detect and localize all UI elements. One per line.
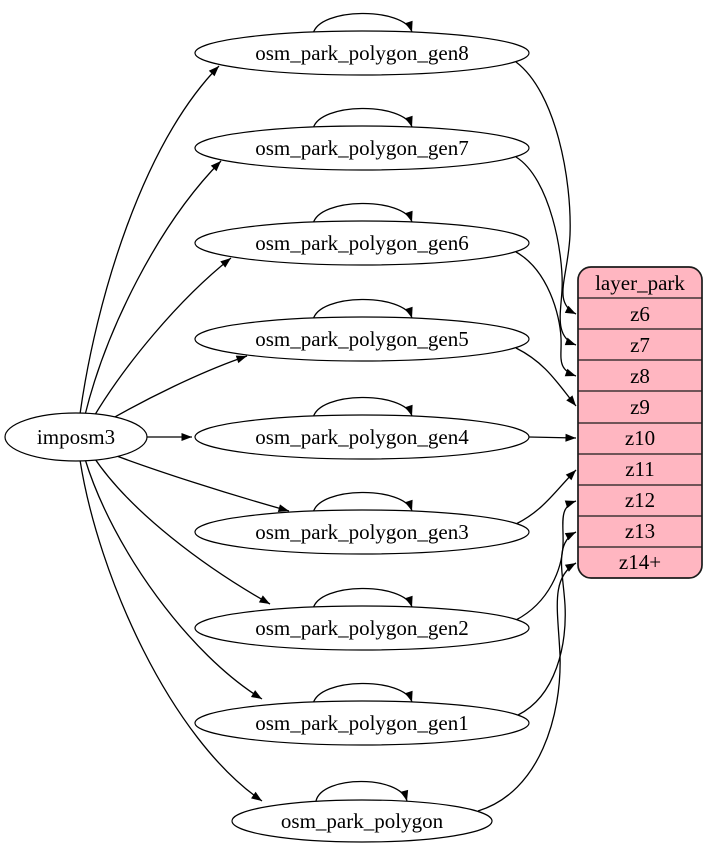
node-gen7-shape [194,125,530,171]
self-loop-gen1 [312,682,413,705]
self-loop-gen4 [312,396,413,419]
self-loop-polygon [315,780,409,802]
record-node-layer-park: layer_park z6 z7 z8 z9 z10 z11 z12 z13 z… [577,266,703,579]
edge-imposm3-to-gen1 [84,458,263,700]
edge-imposm3-to-gen5 [105,355,248,423]
record-header-label: layer_park [595,271,685,295]
node-gen8-label: osm_park_polygon_gen8 [255,41,468,65]
node-gen5-label: osm_park_polygon_gen5 [255,327,468,351]
node-gen4-label: osm_park_polygon_gen4 [255,425,469,449]
node-gen5-shape [194,316,530,362]
node-osm-park-polygon: osm_park_polygon [231,799,493,843]
node-gen6-shape [194,220,530,266]
node-polygon-shape [231,799,493,843]
self-loop-gen5 [312,298,413,321]
edge-imposm3-to-polygon [79,459,263,802]
node-osm-park-polygon-gen7: osm_park_polygon_gen7 [194,125,530,171]
self-loop-gen3 [312,491,413,514]
node-gen8-shape [194,30,530,76]
node-polygon-label: osm_park_polygon [281,809,444,833]
node-gen4-shape [194,414,530,460]
edges-source-fanout [79,65,290,802]
record-row-z11: z11 [625,457,655,481]
record-row-z6: z6 [630,302,650,326]
node-gen3-shape [194,509,530,555]
edge-gen2-to-z12 [515,500,577,621]
node-osm-park-polygon-gen3: osm_park_polygon_gen3 [194,509,530,555]
record-row-z12: z12 [625,488,655,512]
node-osm-park-polygon-gen1: osm_park_polygon_gen1 [194,700,530,746]
edge-gen5-to-z9 [515,347,577,407]
node-osm-park-polygon-gen4: osm_park_polygon_gen4 [194,414,530,460]
record-row-z8: z8 [630,364,650,388]
node-gen2-shape [194,605,530,651]
edges-self-loops [312,12,413,802]
edge-gen4-to-z10 [528,433,577,442]
edge-imposm3-to-gen3 [105,451,290,513]
edge-imposm3-to-gen2 [92,455,271,605]
edge-gen8-to-z6 [515,61,577,315]
node-gen6-label: osm_park_polygon_gen6 [255,231,468,255]
edge-imposm3-to-gen8 [79,65,220,415]
record-row-z10: z10 [625,426,655,450]
node-gen1-shape [194,700,530,746]
node-gen2-label: osm_park_polygon_gen2 [255,616,468,640]
edge-gen6-to-z8 [515,251,577,377]
self-loop-gen6 [312,202,413,225]
record-row-z7: z7 [630,333,650,357]
record-row-z13: z13 [625,519,655,543]
node-gen7-label: osm_park_polygon_gen7 [255,136,468,160]
node-gen3-label: osm_park_polygon_gen3 [255,520,468,544]
edge-imposm3-to-gen7 [84,160,222,416]
edge-gen7-to-z7 [515,156,577,346]
self-loop-gen2 [312,587,413,610]
node-imposm3-label: imposm3 [37,425,115,449]
node-osm-park-polygon-gen8: osm_park_polygon_gen8 [194,30,530,76]
edge-gen3-to-z11 [515,469,577,525]
node-osm-park-polygon-gen2: osm_park_polygon_gen2 [194,605,530,651]
node-gen1-label: osm_park_polygon_gen1 [255,711,468,735]
record-row-z14: z14+ [619,550,661,574]
self-loop-gen8 [312,12,413,35]
edge-polygon-to-z14 [477,562,577,812]
node-osm-park-polygon-gen6: osm_park_polygon_gen6 [194,220,530,266]
node-osm-park-polygon-gen5: osm_park_polygon_gen5 [194,316,530,362]
record-row-z9: z9 [630,395,650,419]
self-loop-gen7 [312,107,413,130]
node-imposm3-shape [4,412,148,462]
edges-tables-to-record [477,61,577,812]
edge-imposm3-to-gen6 [92,257,232,419]
edge-gen1-to-z13 [517,531,577,716]
node-imposm3: imposm3 [4,412,148,462]
